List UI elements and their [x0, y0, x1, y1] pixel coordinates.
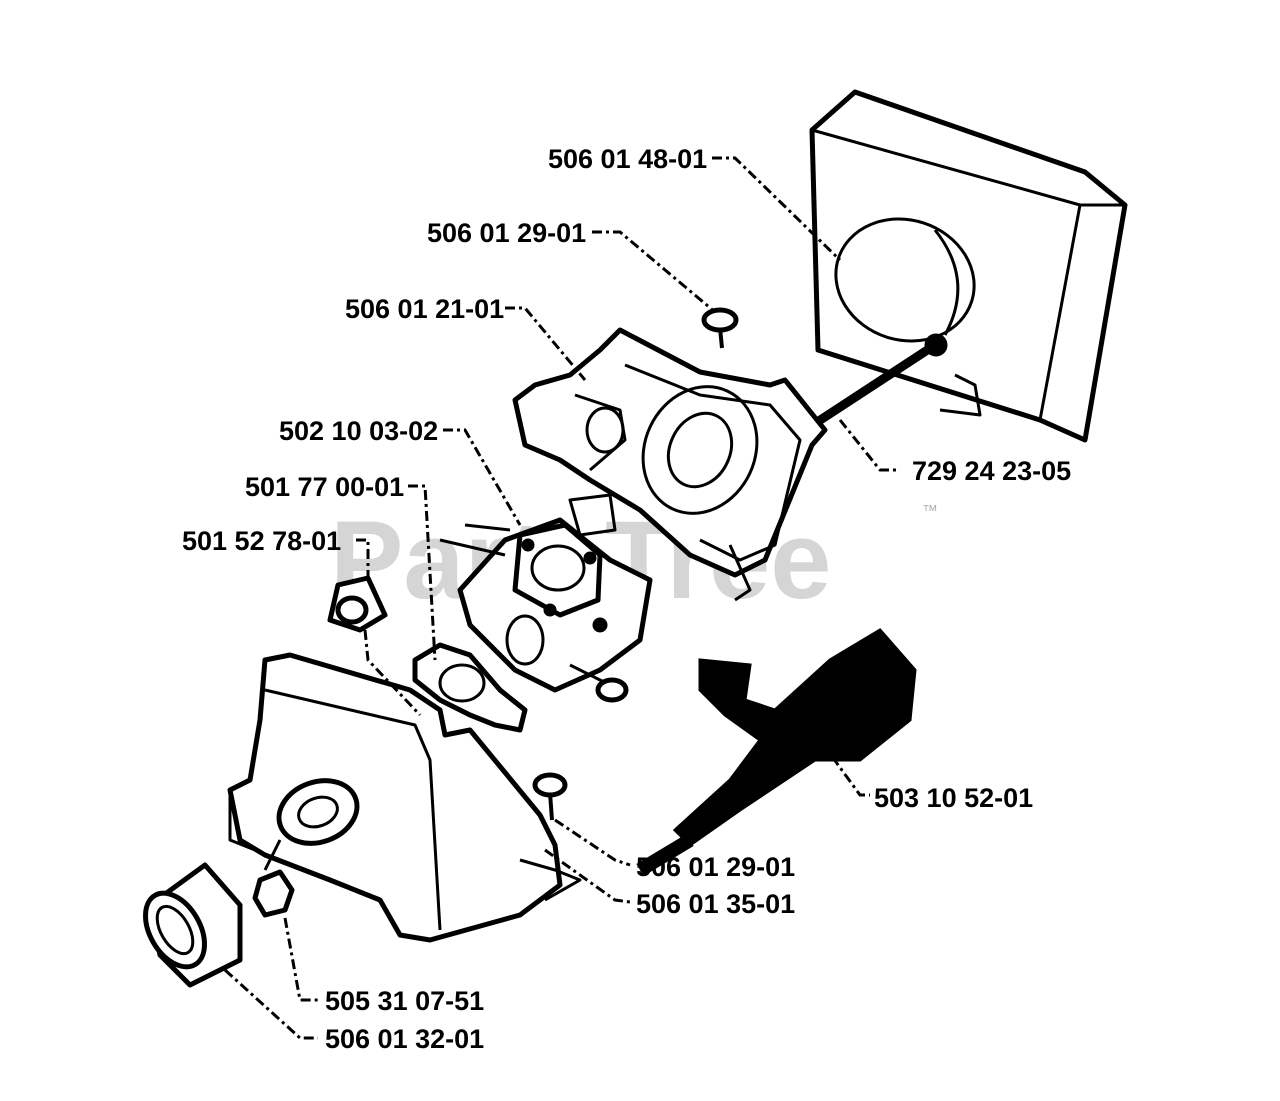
leader-lines: [223, 156, 900, 1040]
carburetor-drawing[interactable]: [439, 493, 653, 703]
label-gasket[interactable]: 501 77 00-01: [245, 472, 404, 502]
label-air-filter[interactable]: 506 01 48-01: [548, 144, 707, 174]
label-screw-top[interactable]: 506 01 29-01: [427, 218, 586, 248]
label-nut[interactable]: 505 31 07-51: [325, 986, 484, 1016]
label-bracket[interactable]: 506 01 35-01: [636, 889, 795, 919]
nut-drawing[interactable]: [252, 869, 295, 918]
label-screw-bottom[interactable]: 506 01 29-01: [636, 852, 795, 882]
grommet-drawing[interactable]: [327, 575, 388, 633]
screw-top-drawing[interactable]: [701, 307, 739, 349]
label-bushing[interactable]: 506 01 32-01: [325, 1024, 484, 1054]
throttle-rod-drawing[interactable]: [636, 628, 917, 877]
label-carburetor[interactable]: 502 10 03-02: [279, 416, 438, 446]
intake-housing-drawing[interactable]: [227, 652, 582, 943]
long-screw-drawing[interactable]: [802, 333, 948, 434]
air-filter-drawing[interactable]: [809, 89, 1128, 443]
filter-holder-drawing[interactable]: [512, 327, 828, 602]
label-grommet[interactable]: 501 52 78-01: [182, 526, 341, 556]
label-long-screw[interactable]: 729 24 23-05: [912, 456, 1071, 486]
label-throttle-rod[interactable]: 503 10 52-01: [874, 783, 1033, 813]
label-filter-holder[interactable]: 506 01 21-01: [345, 294, 504, 324]
bushing-drawing[interactable]: [133, 862, 243, 988]
part-labels: 506 01 48-01 506 01 29-01 506 01 21-01 5…: [182, 144, 1071, 1054]
screw-bottom-drawing[interactable]: [532, 772, 568, 821]
gasket-drawing[interactable]: [412, 642, 528, 733]
watermark-trademark: ™: [922, 503, 938, 520]
